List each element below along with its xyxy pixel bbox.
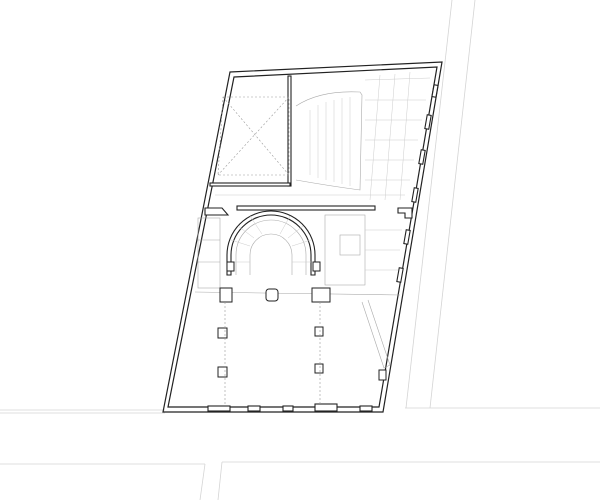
- interior-walls: [204, 75, 413, 219]
- seating-rows: [309, 97, 351, 186]
- outer-walls: [162, 61, 443, 413]
- grid-lines: [224, 302, 321, 405]
- facade-windows: [207, 84, 439, 412]
- theatre-hall: [215, 71, 431, 201]
- service-rooms: [194, 214, 402, 369]
- spiral-staircase: [226, 210, 321, 276]
- parquet-floor: [215, 71, 431, 201]
- columns: [217, 287, 387, 381]
